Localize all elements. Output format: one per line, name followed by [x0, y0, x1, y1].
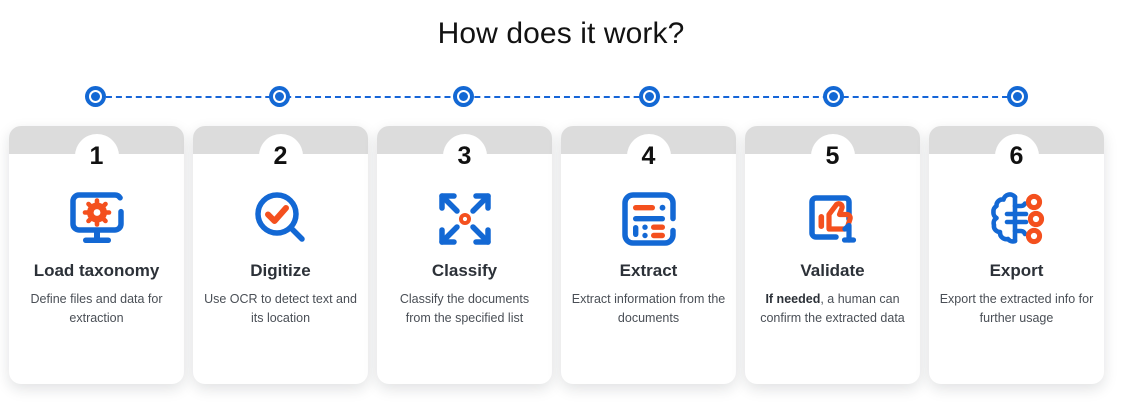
timeline-dot-6[interactable]	[1007, 86, 1028, 107]
step-description-5-rest: , a human can confirm the extracted data	[760, 292, 905, 325]
timeline-dot-5[interactable]	[823, 86, 844, 107]
expand-arrows-icon	[435, 188, 495, 250]
step-description-3: Classify the documents from the specifie…	[399, 292, 530, 325]
step-card-6-body: Export Export the extracted info for fur…	[929, 154, 1104, 384]
step-card-1-body: Load taxonomy Define files and data for …	[9, 154, 184, 384]
page-title: How does it work?	[437, 17, 685, 50]
brain-nodes-icon	[988, 188, 1046, 250]
step-card-3[interactable]: 3	[377, 126, 552, 384]
step-description-1: Define files and data for extraction	[30, 292, 163, 325]
step-card-5-body: Validate If needed, a human can confirm …	[745, 154, 920, 384]
document-list-icon	[621, 188, 677, 250]
step-description-2: Use OCR to detect text and its location	[204, 292, 357, 325]
step-number-badge-3: 3	[442, 134, 487, 178]
step-card-2-body: Digitize Use OCR to detect text and its …	[193, 154, 368, 384]
step-number-badge-2: 2	[258, 134, 303, 178]
step-card-3-body: Classify Classify the documents from the…	[377, 154, 552, 384]
step-card-4-body: Extract Extract information from the doc…	[561, 154, 736, 384]
step-card-6[interactable]: 6 Export Export the	[929, 126, 1104, 384]
timeline-dot-2[interactable]	[269, 86, 290, 107]
timeline-dot-4[interactable]	[639, 86, 660, 107]
step-number-badge-5: 5	[810, 134, 855, 178]
thumbs-up-frame-icon	[805, 188, 861, 250]
magnifier-check-icon	[252, 188, 310, 250]
step-title-5: Validate	[800, 261, 865, 280]
step-card-1[interactable]: 1	[9, 126, 184, 384]
step-description-6: Export the extracted info for further us…	[939, 292, 1094, 325]
step-number-badge-4: 4	[626, 134, 671, 178]
timeline-dot-3[interactable]	[453, 86, 474, 107]
step-number-badge-6: 6	[994, 134, 1039, 178]
steps-container: 1	[9, 126, 1113, 384]
step-number-badge-1: 1	[74, 134, 119, 178]
step-title-3: Classify	[431, 261, 498, 280]
step-title-1: Load taxonomy	[33, 261, 160, 280]
step-title-4: Extract	[619, 261, 678, 280]
step-card-2[interactable]: 2 Digitize Use OCR to detect text and it…	[193, 126, 368, 384]
timeline	[0, 86, 1122, 108]
monitor-gear-icon	[68, 188, 126, 250]
step-title-2: Digitize	[250, 261, 311, 280]
step-card-4[interactable]: 4 Extract Extract in	[561, 126, 736, 384]
step-description-5-bold: If needed	[765, 292, 821, 306]
timeline-dot-1[interactable]	[85, 86, 106, 107]
step-description-5: If needed, a human can confirm the extra…	[754, 290, 911, 328]
step-title-6: Export	[989, 261, 1044, 280]
timeline-dashed-line	[96, 96, 1018, 98]
step-description-4: Extract information from the documents	[571, 292, 726, 325]
step-card-5[interactable]: 5 Validate If needed, a human can confir…	[745, 126, 920, 384]
